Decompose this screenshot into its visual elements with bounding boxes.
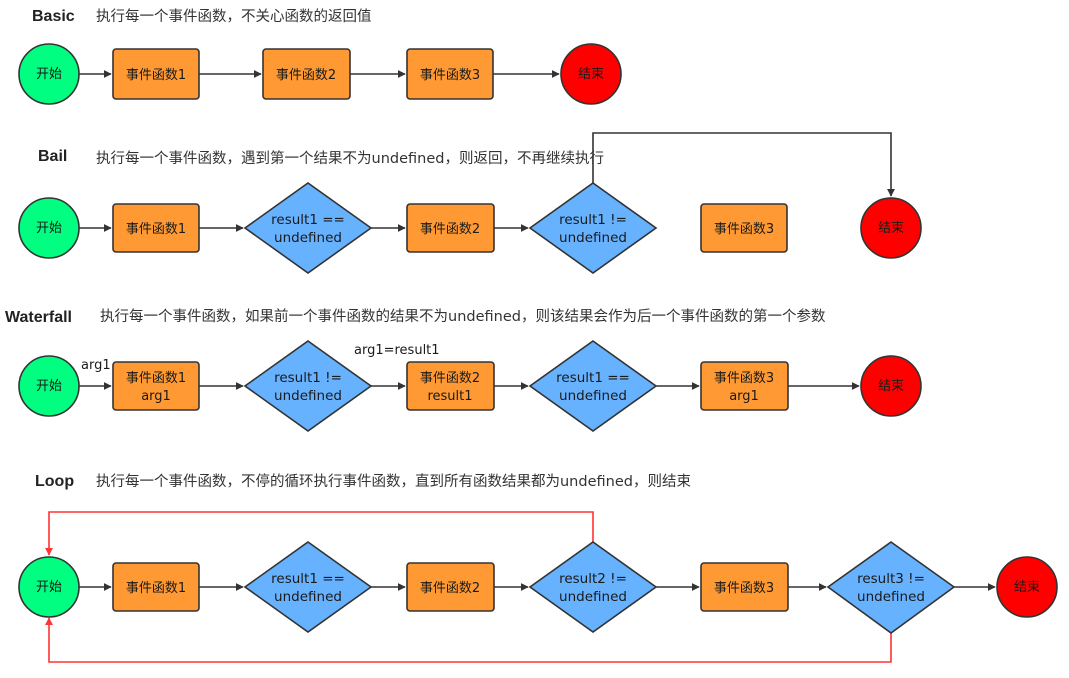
function-label: 事件函数1 — [126, 222, 186, 237]
bail-start-node: 开始 — [18, 197, 80, 259]
decision-label-line2: undefined — [559, 388, 627, 404]
waterfall-function-2: 事件函数2 result1 — [406, 361, 495, 411]
function-label: 事件函数2 — [420, 581, 480, 596]
loop-function-2: 事件函数2 — [406, 562, 495, 612]
start-label: 开始 — [36, 379, 62, 394]
loop-title: Loop — [35, 473, 74, 490]
waterfall-function-1: 事件函数1 arg1 — [112, 361, 200, 411]
function-arg-label: result1 — [427, 389, 472, 404]
function-label: 事件函数2 — [420, 371, 480, 386]
bail-title: Bail — [38, 148, 67, 165]
loop-function-3: 事件函数3 — [700, 562, 789, 612]
bail-function-3: 事件函数3 — [700, 203, 788, 253]
bail-end-node: 结束 — [860, 197, 922, 259]
decision-label-line2: undefined — [274, 388, 342, 404]
decision-label-line2: undefined — [559, 589, 627, 605]
decision-label-line1: result2 != — [559, 571, 627, 587]
bail-function-1: 事件函数1 — [112, 203, 200, 253]
loop-section: Loop 执行每一个事件函数，不停的循环执行事件函数，直到所有函数结果都为und… — [18, 473, 1058, 663]
basic-description: 执行每一个事件函数，不关心函数的返回值 — [96, 8, 372, 25]
decision-label-line1: result1 != — [559, 212, 627, 228]
loop-back-edge-bottom — [45, 617, 892, 663]
basic-function-3: 事件函数3 — [406, 48, 494, 100]
basic-end-node: 结束 — [560, 43, 622, 105]
bail-description: 执行每一个事件函数，遇到第一个结果不为undefined，则返回，不再继续执行 — [96, 149, 604, 167]
bail-return-edge — [592, 132, 895, 197]
function-label: 事件函数3 — [714, 581, 774, 596]
waterfall-start-node: 开始 — [18, 355, 80, 417]
function-label: 事件函数1 — [126, 581, 186, 596]
end-label: 结束 — [878, 379, 904, 394]
waterfall-function-3: 事件函数3 arg1 — [700, 361, 789, 411]
end-label: 结束 — [1014, 580, 1040, 595]
decision-label-line1: result1 != — [274, 370, 342, 386]
decision-label-line1: result1 == — [556, 370, 630, 386]
assign-label: arg1=result1 — [354, 343, 440, 358]
decision-label-line2: undefined — [274, 230, 342, 246]
decision-label-line1: result1 == — [271, 212, 345, 228]
loop-decision-3: result3 != undefined — [826, 541, 956, 634]
function-label: 事件函数2 — [276, 68, 336, 83]
arg-label: arg1 — [81, 358, 111, 373]
bail-decision-2: result1 != undefined — [528, 182, 658, 274]
decision-label-line2: undefined — [274, 589, 342, 605]
bail-edges — [79, 132, 895, 232]
end-label: 结束 — [878, 221, 904, 236]
basic-title: Basic — [32, 8, 75, 25]
decision-label-line1: result3 != — [857, 571, 925, 587]
basic-function-1: 事件函数1 — [112, 48, 200, 100]
function-label: 事件函数3 — [714, 371, 774, 386]
function-label: 事件函数2 — [420, 222, 480, 237]
start-label: 开始 — [36, 67, 62, 82]
loop-back-edge-top — [45, 511, 594, 556]
function-label: 事件函数3 — [714, 222, 774, 237]
loop-function-1: 事件函数1 — [112, 562, 200, 612]
function-arg-label: arg1 — [141, 389, 171, 404]
decision-label-line2: undefined — [857, 589, 925, 605]
decision-label-line1: result1 == — [271, 571, 345, 587]
start-label: 开始 — [36, 221, 62, 236]
function-arg-label: arg1 — [729, 389, 759, 404]
function-label: 事件函数1 — [126, 371, 186, 386]
loop-decision-1: result1 == undefined — [243, 541, 373, 633]
waterfall-section: Waterfall 执行每一个事件函数，如果前一个事件函数的结果不为undefi… — [5, 307, 922, 432]
basic-section: Basic 执行每一个事件函数，不关心函数的返回值 开始 事件函数1 事件函数2… — [18, 8, 622, 105]
end-label: 结束 — [578, 67, 604, 82]
bail-function-2: 事件函数2 — [406, 203, 495, 253]
waterfall-title: Waterfall — [5, 309, 72, 326]
decision-label-line2: undefined — [559, 230, 627, 246]
loop-start-node: 开始 — [18, 556, 80, 618]
basic-function-2: 事件函数2 — [262, 48, 351, 100]
function-label: 事件函数3 — [420, 68, 480, 83]
bail-section: Bail 执行每一个事件函数，遇到第一个结果不为undefined，则返回，不再… — [18, 132, 922, 274]
basic-start-node: 开始 — [18, 43, 80, 105]
function-label: 事件函数1 — [126, 68, 186, 83]
loop-back-edges — [45, 511, 892, 663]
start-label: 开始 — [36, 580, 62, 595]
bail-decision-1: result1 == undefined — [243, 182, 373, 274]
loop-end-node: 结束 — [996, 556, 1058, 618]
waterfall-description: 执行每一个事件函数，如果前一个事件函数的结果不为undefined，则该结果会作… — [100, 307, 826, 325]
waterfall-end-node: 结束 — [860, 355, 922, 417]
loop-description: 执行每一个事件函数，不停的循环执行事件函数，直到所有函数结果都为undefine… — [96, 473, 691, 490]
waterfall-decision-1: result1 != undefined — [243, 340, 373, 432]
waterfall-decision-2: result1 == undefined — [528, 340, 658, 432]
loop-decision-2: result2 != undefined — [528, 541, 658, 633]
